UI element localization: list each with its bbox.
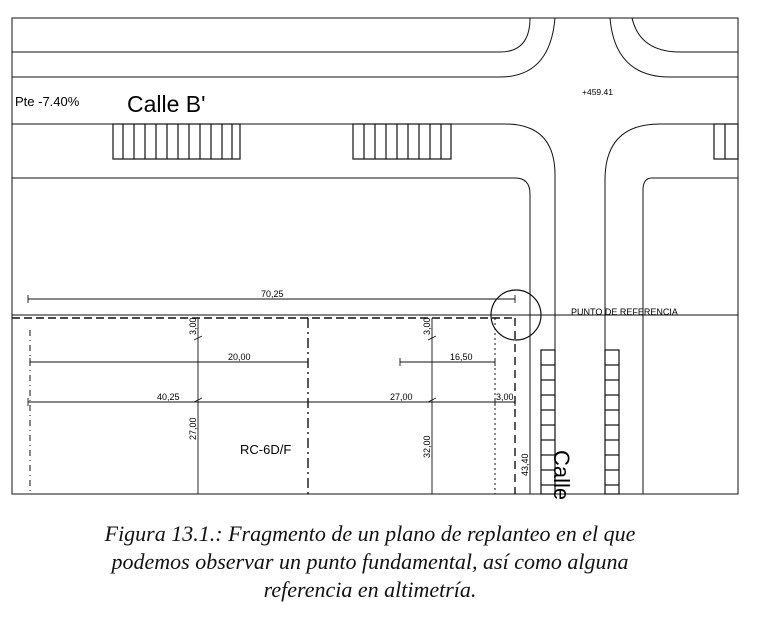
dim-3-00-horizontal: 3,00 [496, 392, 514, 402]
street-lower-edge-left [12, 123, 556, 494]
street-lines [12, 17, 738, 494]
dim-16-50: 16,50 [450, 352, 473, 362]
figure-caption: Figura 13.1.: Fragmento de un plano de r… [20, 520, 720, 604]
slope-label: Pte -7.40% [15, 94, 80, 109]
block-edge-left [12, 177, 531, 494]
reference-lines [12, 289, 738, 494]
caption-line-2: podemos observar un punto fundamental, a… [111, 549, 629, 574]
street-lower-edge-right [604, 123, 738, 494]
caption-line-1: Figura 13.1.: Fragmento de un plano de r… [104, 521, 636, 546]
crosswalks [112, 123, 739, 495]
dim-70-25: 70,25 [261, 289, 284, 299]
street-top-edge-left-outer [12, 17, 556, 78]
elevation-label: +459.41 [582, 87, 613, 97]
dim-43-40-vertical: 43,40 [520, 453, 530, 476]
reference-point-circle [490, 289, 542, 341]
dimension-lines [27, 295, 516, 494]
caption-line-3: referencia en altimetría. [263, 577, 477, 602]
dim-3-00-vertical-left: 3,00 [188, 317, 198, 335]
dim-20-00: 20,00 [228, 352, 251, 362]
dim-27-00-vertical: 27,00 [188, 417, 198, 440]
dim-3-00-vertical-right: 3,00 [422, 317, 432, 335]
block-edge-right [642, 177, 738, 494]
street-top-edge-right [631, 17, 738, 53]
dim-40-25: 40,25 [157, 392, 180, 402]
reference-point-label: PUNTO DE REFERENCIA [571, 307, 678, 317]
street-b-label: Calle B' [127, 91, 206, 117]
drawing-frame [11, 17, 739, 495]
dim-32-00-vertical: 32,00 [422, 435, 432, 458]
street-top-edge-left [12, 17, 531, 53]
lot-label: RC-6D/F [240, 442, 291, 457]
street-side-label: Calle [549, 450, 574, 500]
dim-27-00-horizontal: 27,00 [390, 392, 413, 402]
street-top-edge-right-outer [609, 17, 738, 78]
